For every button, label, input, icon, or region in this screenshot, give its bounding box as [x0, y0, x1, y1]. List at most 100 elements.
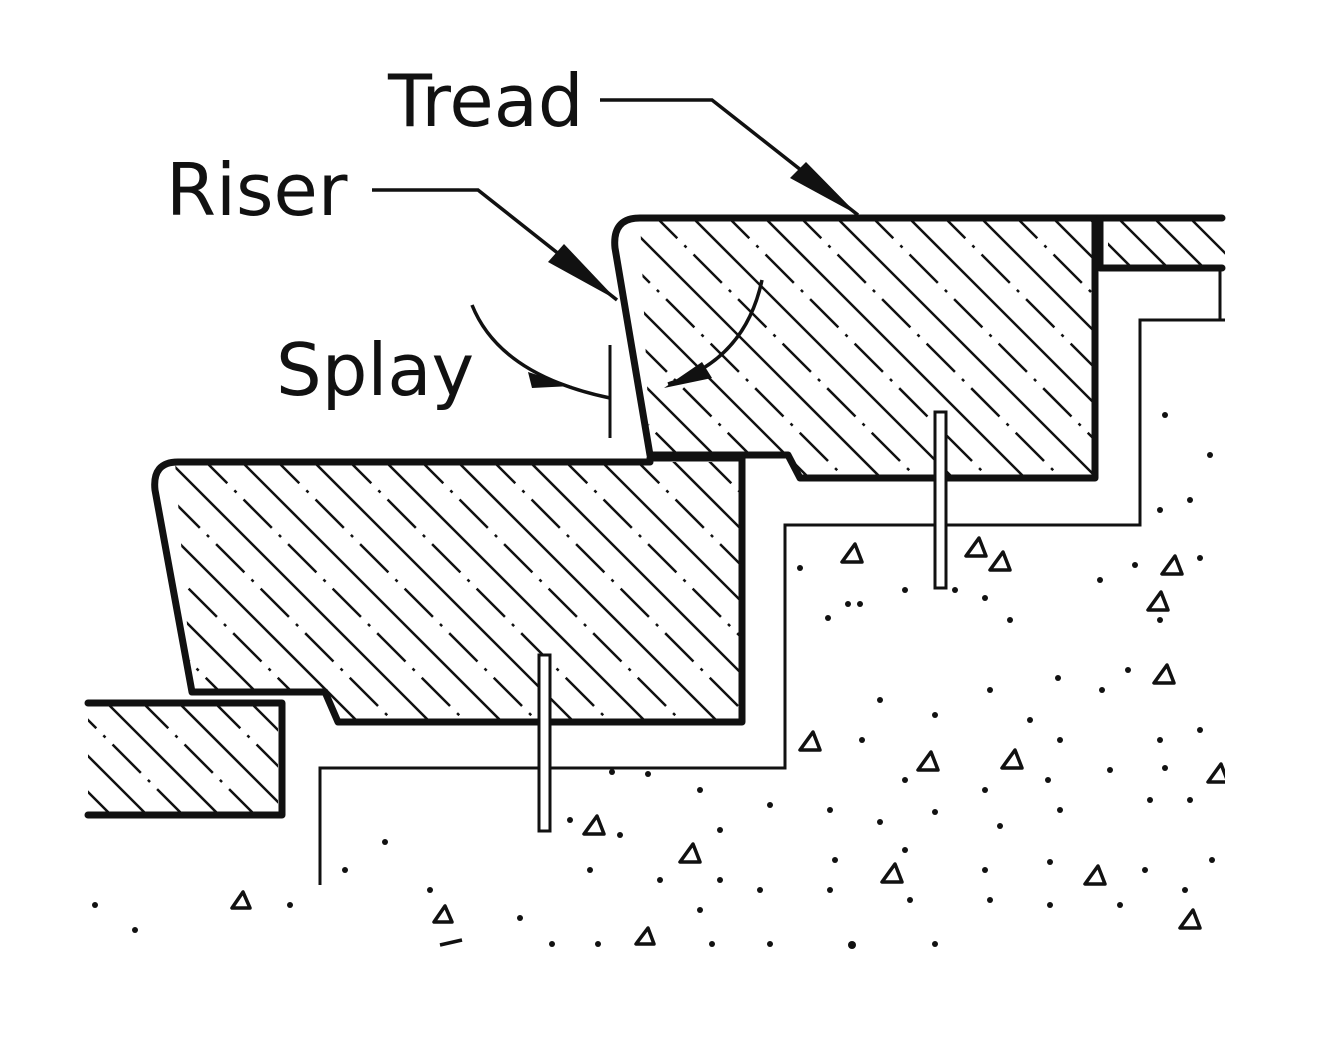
hatch-line	[139, 703, 261, 815]
concrete-aggregate	[567, 412, 1225, 930]
aggregate-dot	[1007, 617, 1013, 623]
hatch-line	[775, 455, 1050, 730]
aggregate-dot	[997, 823, 1003, 829]
hatch-line	[284, 700, 404, 820]
aggregate-dot	[845, 601, 851, 607]
aggregate-dot	[1147, 797, 1153, 803]
aggregate-dot	[1055, 675, 1061, 681]
aggregate-dot	[1132, 562, 1138, 568]
aggregate-dot	[657, 877, 663, 883]
aggregate-dot	[902, 847, 908, 853]
hatch-line	[88, 703, 117, 815]
aggregate-dot	[697, 907, 703, 913]
aggregate-dot	[877, 697, 883, 703]
right-landing-base	[1100, 268, 1222, 320]
hatch-line	[640, 218, 709, 478]
aggregate-dot	[609, 769, 615, 775]
aggregate-dot	[902, 777, 908, 783]
aggregate-dot	[1057, 807, 1063, 813]
aggregate-dot	[982, 867, 988, 873]
aggregate-dot	[859, 737, 865, 743]
anchor-pin-upper	[933, 410, 948, 590]
hatch-line	[792, 218, 1069, 478]
hatch-line	[414, 462, 691, 722]
aggregate-dot	[982, 787, 988, 793]
aggregate-dot	[1125, 667, 1131, 673]
aggregate-dot	[987, 897, 993, 903]
riser-label: Riser	[166, 148, 348, 232]
concrete-aggregate-lower	[92, 839, 938, 949]
hatch-line	[1189, 210, 1332, 485]
upper-step-hatch	[640, 210, 1332, 485]
hatch-line	[558, 462, 742, 722]
hatch-line	[756, 218, 1033, 478]
aggregate-stone	[798, 730, 822, 752]
aggregate-dot	[1157, 617, 1163, 623]
hatch-line	[1080, 218, 1095, 478]
hatch-line	[234, 462, 511, 722]
aggregate-dot	[1187, 497, 1193, 503]
aggregate-stone	[582, 814, 606, 836]
upper-step-outline	[611, 214, 1226, 482]
hatch-line	[175, 462, 439, 722]
aggregate-dot	[587, 867, 593, 873]
hatch-line	[1153, 210, 1332, 485]
aggregate-dot	[1157, 507, 1163, 513]
aggregate-stone	[964, 536, 988, 558]
hatch-line	[594, 462, 742, 722]
aggregate-stone	[916, 750, 940, 772]
hatch-line	[955, 455, 1230, 730]
left-floor-hatch	[0, 700, 512, 820]
aggregate-stone	[1160, 554, 1184, 576]
hatch-line	[1222, 218, 1225, 268]
hatch-line	[640, 218, 745, 478]
hatch-line	[198, 462, 475, 722]
hatch-line	[666, 462, 742, 722]
hatch-line	[847, 455, 1122, 730]
aggregate-dot	[825, 615, 831, 621]
hatch-line	[88, 703, 153, 815]
riser-leader-line	[372, 188, 619, 302]
aggregate-dot	[697, 787, 703, 793]
aggregate-dot	[1027, 717, 1033, 723]
hatch-line	[1043, 215, 1100, 272]
hatch-line	[991, 455, 1266, 730]
riser-arrowhead	[548, 244, 617, 300]
aggregate-dot	[1182, 887, 1188, 893]
aggregate-dot	[1197, 727, 1203, 733]
hatch-line	[648, 218, 925, 478]
aggregate-dot	[1162, 412, 1168, 418]
hatch-line	[640, 218, 853, 478]
hatch-line	[211, 703, 278, 815]
hatch-line	[900, 218, 1095, 478]
aggregate-dot	[645, 771, 651, 777]
aggregate-dot	[952, 587, 958, 593]
hatch-line	[175, 462, 259, 722]
tread-leader-line	[600, 98, 860, 217]
aggregate-stone	[1000, 748, 1024, 770]
aggregate-dot	[1047, 859, 1053, 865]
hatch-line	[1259, 215, 1316, 272]
aggregate-dot	[932, 809, 938, 815]
hatch-line	[175, 462, 295, 722]
aggregate-stone	[1146, 590, 1170, 612]
hatch-line	[972, 218, 1095, 478]
tread-label: Tread	[387, 59, 584, 143]
hatch-line	[936, 218, 1095, 478]
hatch-line	[1114, 218, 1173, 268]
aggregate-stone	[988, 550, 1012, 572]
hatch-line	[88, 703, 189, 815]
hatch-line	[392, 700, 512, 820]
aggregate-dot	[932, 712, 938, 718]
hatch-line	[0, 700, 80, 820]
splay-arrowhead-left	[528, 372, 572, 388]
hatch-line	[306, 462, 583, 722]
hatch-line	[630, 462, 742, 722]
hatch-line	[1225, 210, 1332, 485]
aggregate-dot	[857, 601, 863, 607]
aggregate-dot	[567, 817, 573, 823]
aggregate-dot	[827, 887, 833, 893]
aggregate-dot	[1207, 452, 1213, 458]
aggregate-dot	[1107, 767, 1113, 773]
